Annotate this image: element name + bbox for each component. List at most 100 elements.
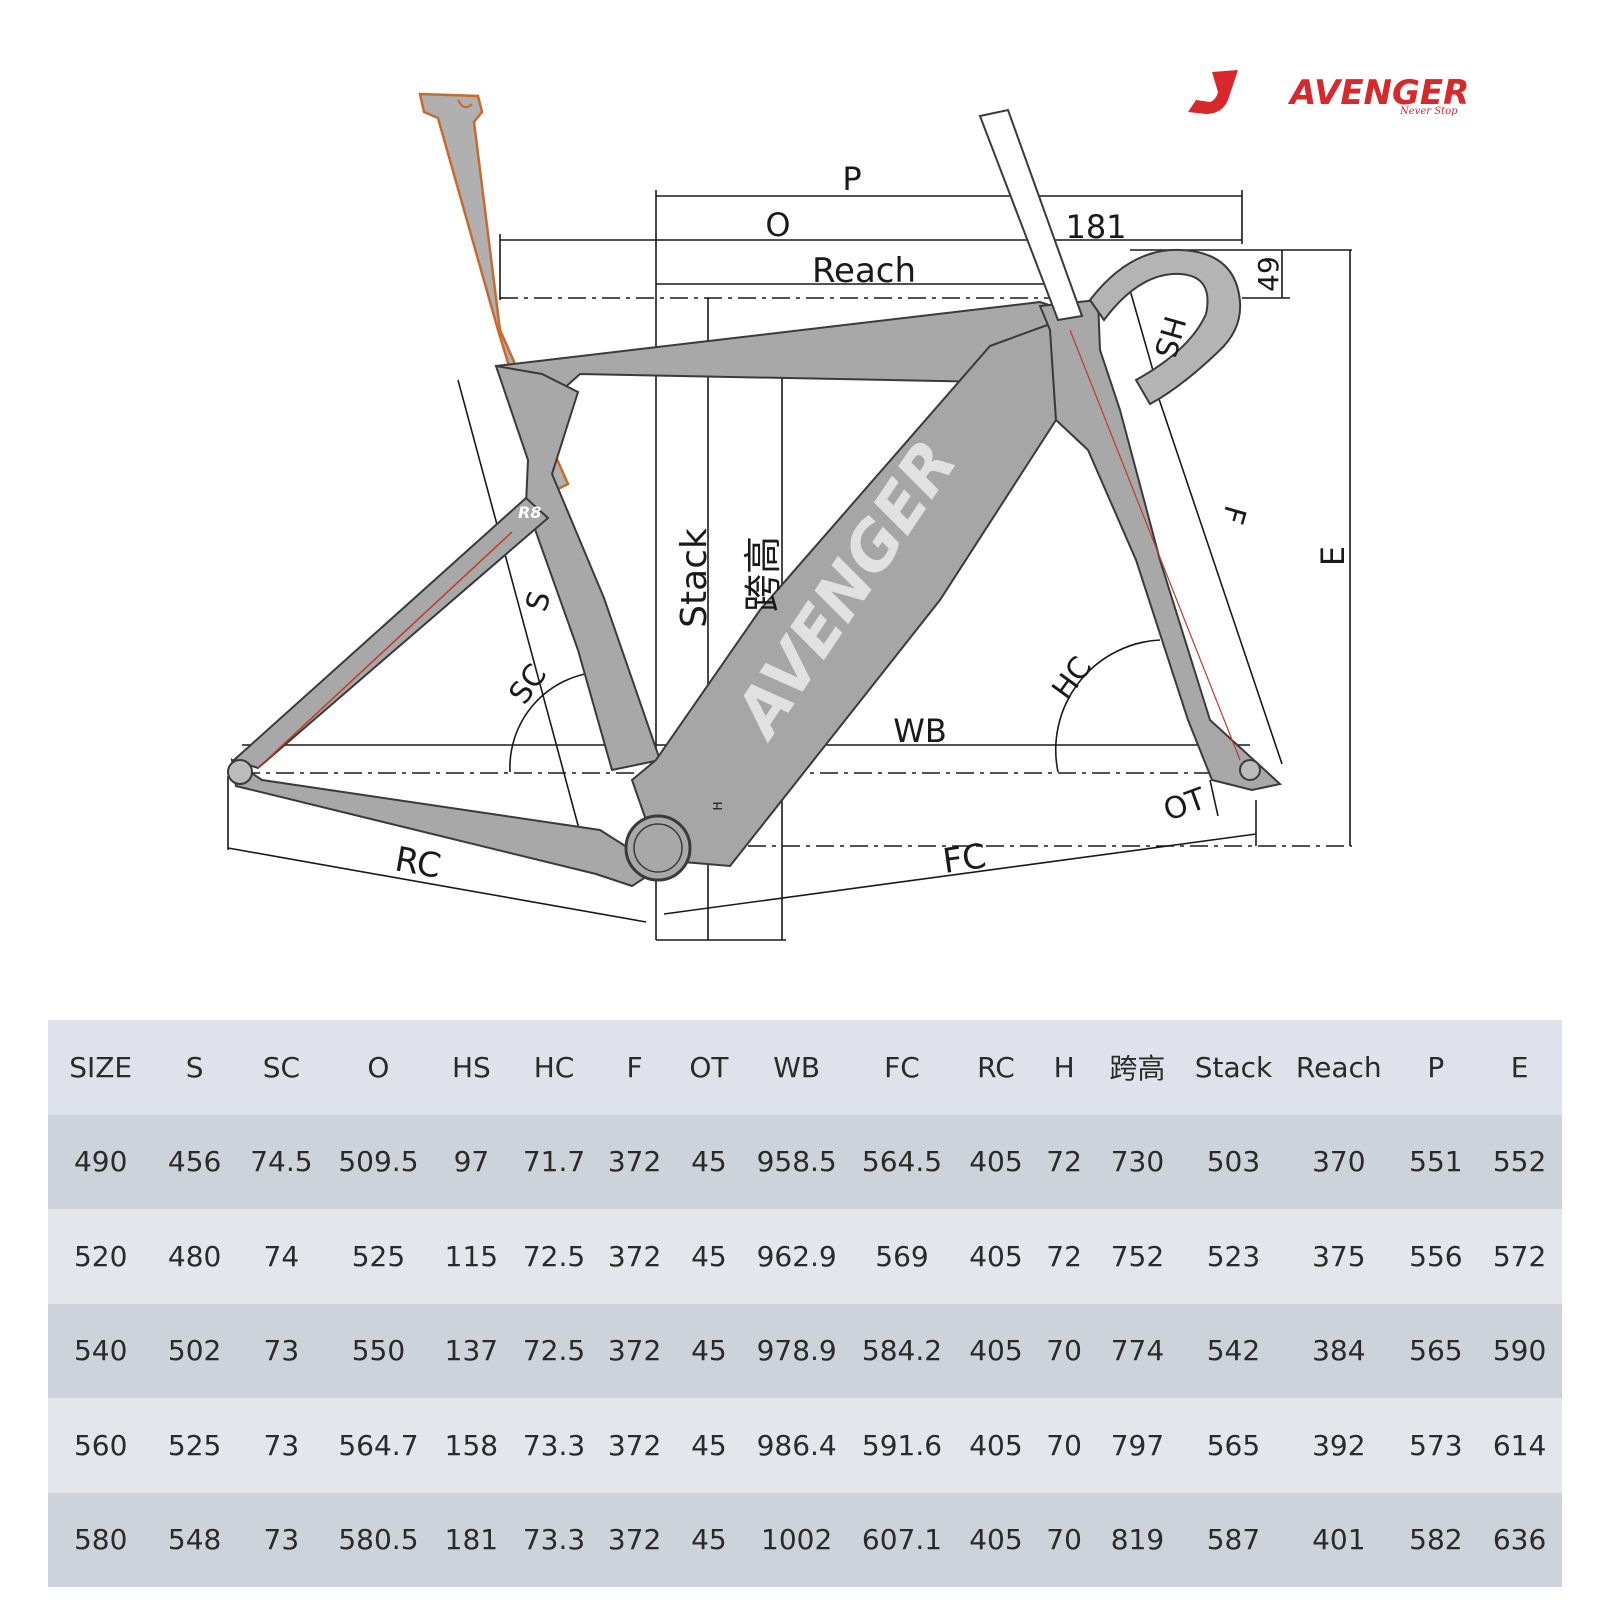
column-header: Reach (1283, 1020, 1395, 1115)
seat-tube (494, 364, 662, 772)
table-cell: 72.5 (512, 1209, 596, 1304)
table-cell: 503 (1183, 1114, 1284, 1209)
table-cell: 73.3 (512, 1398, 596, 1493)
table-cell: 797 (1090, 1398, 1184, 1493)
chain-stay (230, 757, 662, 888)
table-cell: 564.5 (849, 1114, 955, 1209)
table-cell: 370 (1283, 1114, 1395, 1209)
label-fc: FC (940, 836, 988, 882)
table-cell: 405 (954, 1492, 1038, 1587)
table-cell: 45 (673, 1398, 744, 1493)
table-cell: 569 (849, 1209, 955, 1304)
table-cell: 384 (1283, 1303, 1395, 1398)
table-cell: 636 (1477, 1492, 1562, 1587)
table-cell: 584.2 (849, 1303, 955, 1398)
table-cell: 401 (1283, 1492, 1395, 1587)
table-cell: 978.9 (744, 1303, 850, 1398)
label-rc: RC (392, 840, 444, 887)
column-header: F (595, 1020, 674, 1115)
frame-geometry-diagram: AVENGER Never Stop (227, 70, 1469, 941)
table-cell: 958.5 (744, 1114, 850, 1209)
column-header: WB (744, 1020, 850, 1115)
label-reach: Reach (812, 251, 916, 291)
table-cell: 115 (430, 1209, 513, 1304)
table-cell: 564.7 (326, 1398, 431, 1493)
table-cell: 405 (954, 1303, 1038, 1398)
table-cell: 523 (1183, 1209, 1284, 1304)
steerer (978, 108, 1084, 322)
table-cell: 591.6 (849, 1398, 955, 1493)
table-cell: 525 (153, 1398, 236, 1493)
column-header: SC (235, 1020, 327, 1115)
table-cell: 509.5 (326, 1114, 431, 1209)
table-cell: 372 (595, 1209, 674, 1304)
dimension-lines (227, 190, 1352, 941)
column-header: E (1477, 1020, 1562, 1115)
table-cell: 72 (1037, 1209, 1091, 1304)
table-cell: 548 (153, 1492, 236, 1587)
label-standover: 跨高 (741, 536, 785, 612)
table-cell: 525 (326, 1209, 431, 1304)
front-dropout (1239, 759, 1261, 781)
table-cell: 181 (430, 1492, 513, 1587)
table-cell: 372 (595, 1398, 674, 1493)
label-sc: SC (502, 658, 554, 711)
seatpost (418, 92, 570, 496)
table-cell: 540 (48, 1303, 154, 1398)
table-cell: 565 (1394, 1303, 1478, 1398)
label-o: O (765, 206, 790, 244)
table-cell: 1002 (744, 1492, 850, 1587)
table-cell: 580 (48, 1492, 154, 1587)
brand-logo: AVENGER Never Stop (1188, 70, 1469, 117)
label-stem-offset: 181 (1065, 208, 1126, 246)
column-header: P (1394, 1020, 1478, 1115)
table-cell: 542 (1183, 1303, 1284, 1398)
seat-stay (232, 496, 550, 770)
table-cell: 392 (1283, 1398, 1395, 1493)
table-cell: 45 (673, 1492, 744, 1587)
table-cell: 73 (235, 1492, 327, 1587)
column-header: FC (849, 1020, 955, 1115)
table-cell: 70 (1037, 1492, 1091, 1587)
table-cell: 71.7 (512, 1114, 596, 1209)
table-cell: 752 (1090, 1209, 1184, 1304)
column-header: HS (430, 1020, 513, 1115)
table-cell: 70 (1037, 1398, 1091, 1493)
head-tube-and-fork (1038, 298, 1283, 792)
table-cell: 480 (153, 1209, 236, 1304)
column-header: HC (512, 1020, 596, 1115)
table-cell: 73 (235, 1303, 327, 1398)
table-cell: 490 (48, 1114, 154, 1209)
dimension-labels: P O 181 Reach 49 HS F E Stack 跨高 S SC HC… (392, 160, 1352, 887)
label-f: F (1214, 501, 1252, 527)
handlebar (1088, 248, 1242, 406)
table-cell: 607.1 (849, 1492, 955, 1587)
label-spacer: 49 (1252, 256, 1285, 292)
table-cell: 962.9 (744, 1209, 850, 1304)
table-cell: 45 (673, 1303, 744, 1398)
brand-tagline: Never Stop (1399, 106, 1458, 117)
table-cell: 520 (48, 1209, 154, 1304)
frame-model: R8 (518, 503, 541, 522)
label-wb: WB (893, 712, 947, 750)
label-ot: OT (1159, 781, 1211, 828)
table-cell: 552 (1477, 1114, 1562, 1209)
label-h: H (711, 801, 725, 810)
label-e: E (1314, 546, 1352, 566)
brand-mark-icon (1188, 70, 1238, 114)
table-cell: 74 (235, 1209, 327, 1304)
label-stack: Stack (674, 528, 715, 628)
column-header: O (326, 1020, 431, 1115)
table-cell: 819 (1090, 1492, 1184, 1587)
table-cell: 582 (1394, 1492, 1478, 1587)
column-header: S (153, 1020, 236, 1115)
table-cell: 97 (430, 1114, 513, 1209)
column-header: OT (673, 1020, 744, 1115)
